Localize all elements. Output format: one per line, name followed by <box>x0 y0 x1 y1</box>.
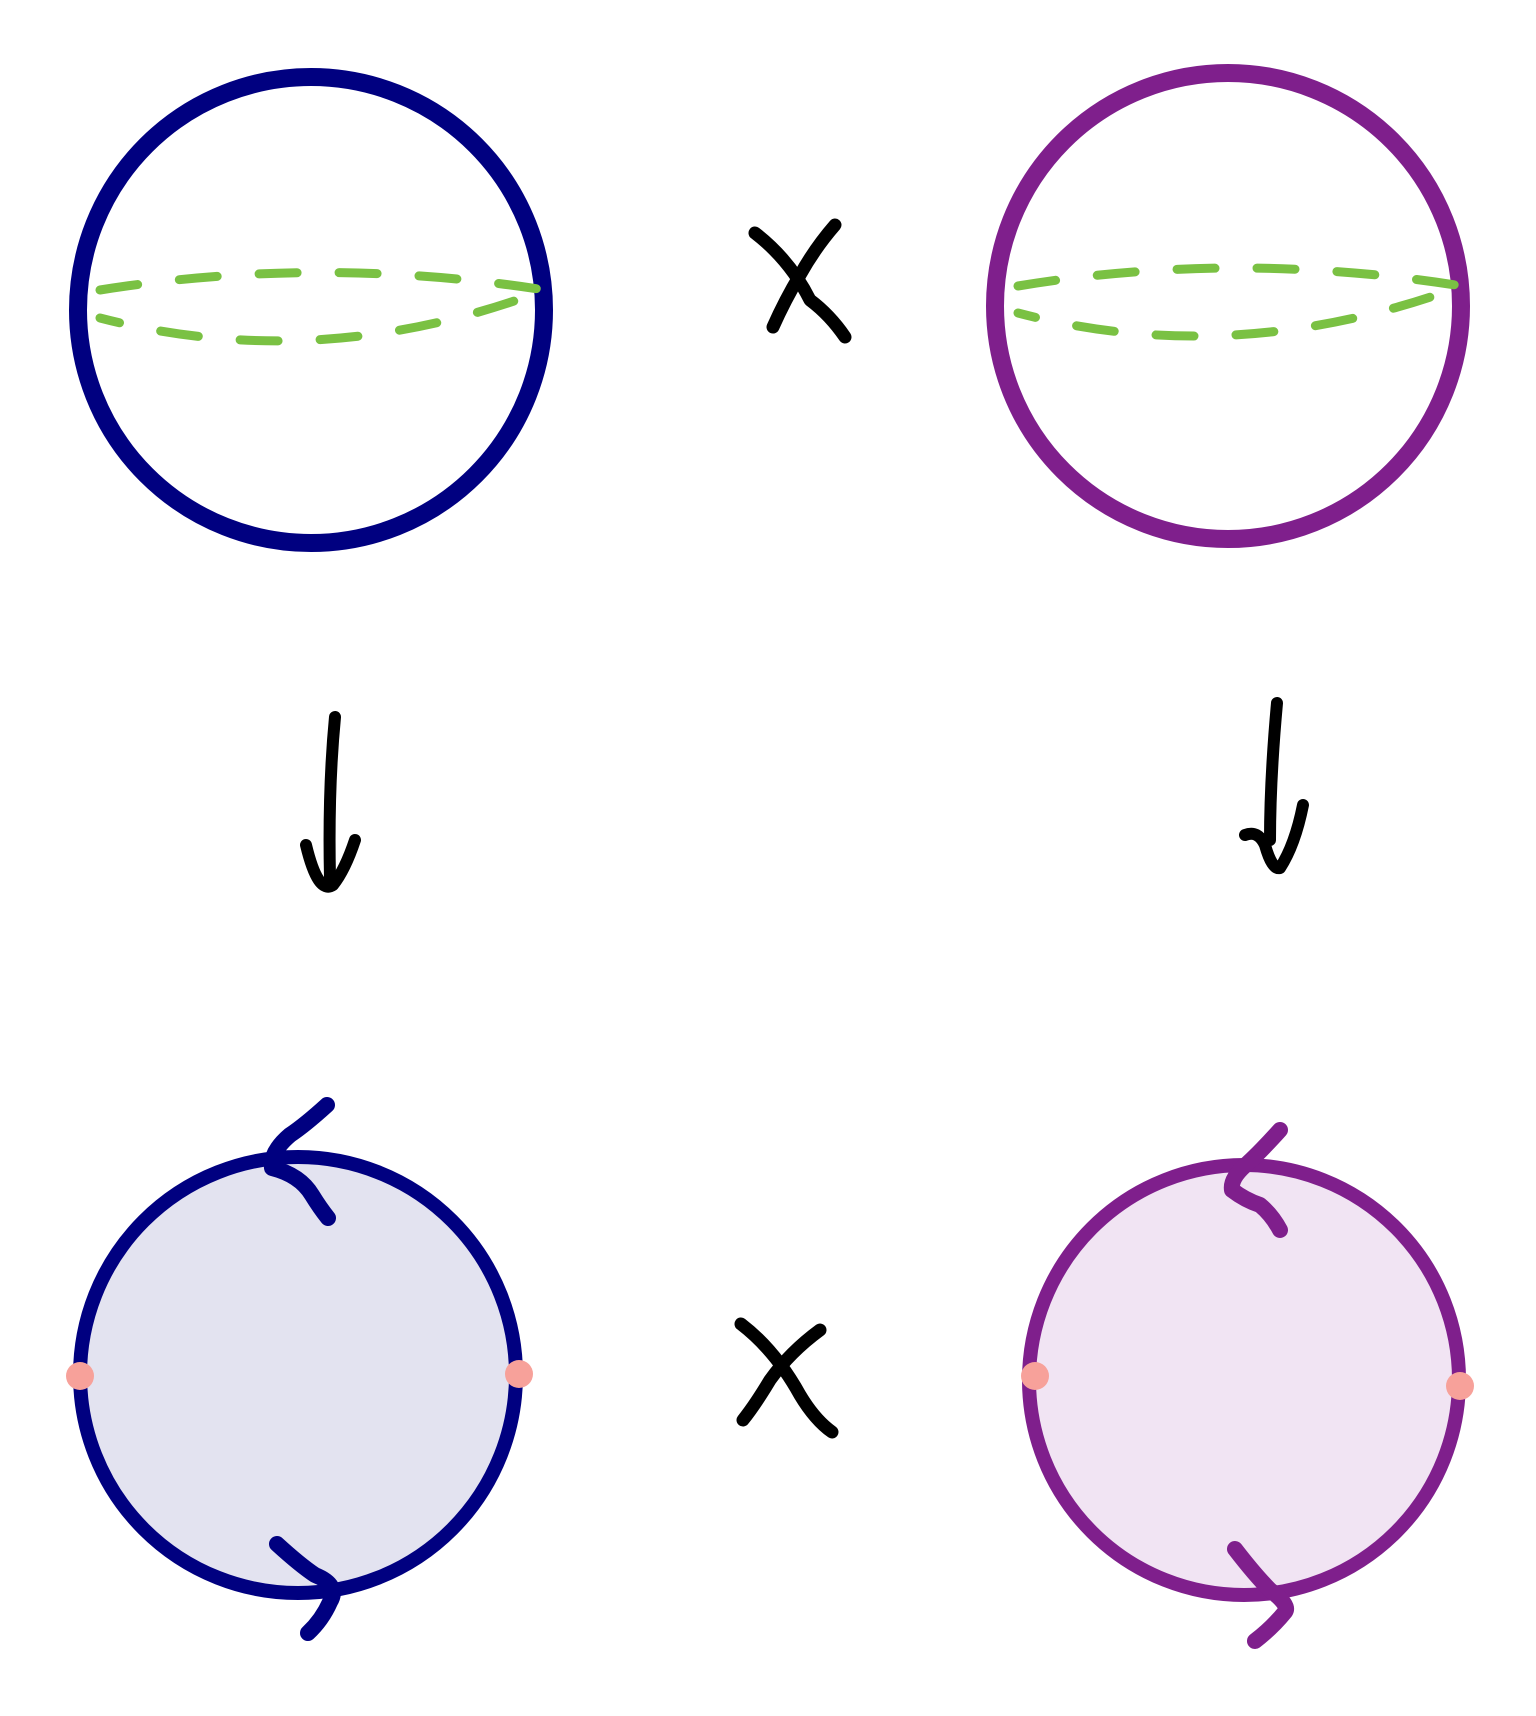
sphere-left <box>69 68 563 552</box>
times-symbol-top-stroke-a <box>748 226 852 344</box>
disk-left-shape <box>73 1150 523 1600</box>
sphere-right-outline <box>986 64 1470 548</box>
map-arrow-left-shaft <box>323 711 341 884</box>
disk-left-point-east <box>505 1360 533 1388</box>
times-symbol-bottom <box>734 1317 839 1439</box>
disk-right-shape <box>1022 1158 1466 1602</box>
disk-right-point-west <box>1021 1362 1049 1390</box>
map-arrow-right <box>1239 697 1309 875</box>
sphere-left-outline <box>69 68 553 552</box>
disk-right <box>1021 1122 1474 1649</box>
disk-left-orientation-arrow-bottom <box>269 1536 341 1641</box>
sphere-right-equator <box>1013 263 1480 341</box>
sphere-right <box>986 64 1480 548</box>
map-arrow-right-shaft <box>1264 697 1283 846</box>
sphere-left-equator <box>95 268 563 346</box>
disk-left-point-west <box>66 1362 94 1390</box>
times-symbol-top-stroke-b <box>766 218 842 334</box>
disk-right-orientation-arrow-bottom <box>1227 1541 1294 1649</box>
map-arrow-left-head <box>300 834 361 893</box>
times-symbol-top <box>748 218 852 344</box>
disk-right-orientation-arrow-top <box>1223 1122 1288 1238</box>
times-symbol-bottom-stroke-b <box>736 1323 827 1427</box>
disk-left <box>66 1097 533 1641</box>
map-arrow-right-head <box>1239 799 1309 875</box>
times-symbol-bottom-stroke-a <box>734 1317 839 1439</box>
disk-right-point-east <box>1446 1372 1474 1400</box>
map-arrow-left <box>300 711 361 893</box>
disk-left-orientation-arrow-top <box>263 1097 336 1226</box>
